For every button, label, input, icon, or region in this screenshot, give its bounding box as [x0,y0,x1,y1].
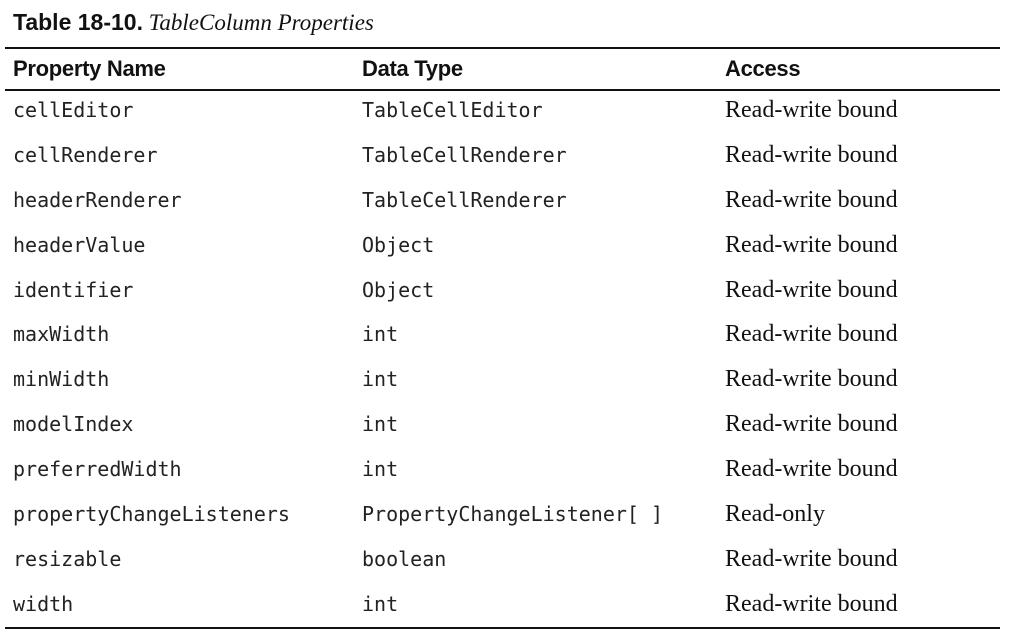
property-name-cell: cellRenderer [13,142,158,167]
property-name-cell: preferredWidth [13,457,182,482]
property-name-cell: propertyChangeListeners [13,502,290,527]
data-type-cell: boolean [362,546,447,571]
data-type-cell: int [362,322,399,347]
data-type-cell: Object [362,277,435,302]
table-row: resizable boolean Read-write bound [0,541,1010,586]
table-header-rule [5,89,1000,91]
table-row: headerValue Object Read-write bound [0,227,1010,272]
data-type-cell: PropertyChangeListener[ ] [362,502,664,527]
table-row: headerRenderer TableCellRenderer Read-wr… [0,182,1010,227]
table-caption: Table 18-10. TableColumn Properties [13,6,374,39]
property-name-cell: resizable [13,546,122,571]
access-cell: Read-write bound [725,411,898,438]
access-cell: Read-write bound [725,231,898,258]
access-cell: Read-write bound [725,276,898,303]
property-name-cell: headerRenderer [13,187,182,212]
access-cell: Read-write bound [725,366,898,393]
property-name-cell: minWidth [13,367,110,392]
data-type-cell: int [362,591,399,616]
access-cell: Read-write bound [725,456,898,483]
table-row: modelIndex int Read-write bound [0,406,1010,451]
property-name-cell: modelIndex [13,412,134,437]
property-name-cell: cellEditor [13,98,134,122]
table-top-rule [5,47,1000,49]
access-cell: Read-write bound [725,186,898,213]
table-row: cellEditor TableCellEditor Read-write bo… [0,92,1010,137]
data-type-cell: int [362,367,399,392]
table-row: identifier Object Read-write bound [0,272,1010,317]
table-bottom-rule [5,627,1000,629]
property-name-cell: identifier [13,277,134,302]
header-data-type: Data Type [362,56,463,81]
header-access: Access [725,56,801,81]
table-caption-title: TableColumn Properties [148,10,374,35]
table-row: propertyChangeListeners PropertyChangeLi… [0,496,1010,541]
property-name-cell: width [13,591,74,616]
property-name-cell: headerValue [13,232,146,257]
header-property-name: Property Name [13,56,166,81]
data-type-cell: int [362,412,399,437]
table-row: minWidth int Read-write bound [0,361,1010,406]
table-row: preferredWidth int Read-write bound [0,451,1010,496]
access-cell: Read-write bound [725,97,898,123]
table-body: cellEditor TableCellEditor Read-write bo… [0,92,1010,631]
table-row: cellRenderer TableCellRenderer Read-writ… [0,137,1010,182]
access-cell: Read-write bound [725,590,898,617]
access-cell: Read-write bound [725,141,898,168]
access-cell: Read-write bound [725,321,898,348]
data-type-cell: TableCellRenderer [362,142,567,167]
access-cell: Read-only [725,501,825,528]
access-cell: Read-write bound [725,545,898,572]
data-type-cell: TableCellRenderer [362,187,567,212]
property-name-cell: maxWidth [13,322,110,347]
data-type-cell: int [362,457,399,482]
table-caption-label: Table 18-10. [13,9,143,35]
data-type-cell: Object [362,232,435,257]
table-row: width int Read-write bound [0,586,1010,631]
table-row: maxWidth int Read-write bound [0,316,1010,361]
data-type-cell: TableCellEditor [362,98,543,122]
